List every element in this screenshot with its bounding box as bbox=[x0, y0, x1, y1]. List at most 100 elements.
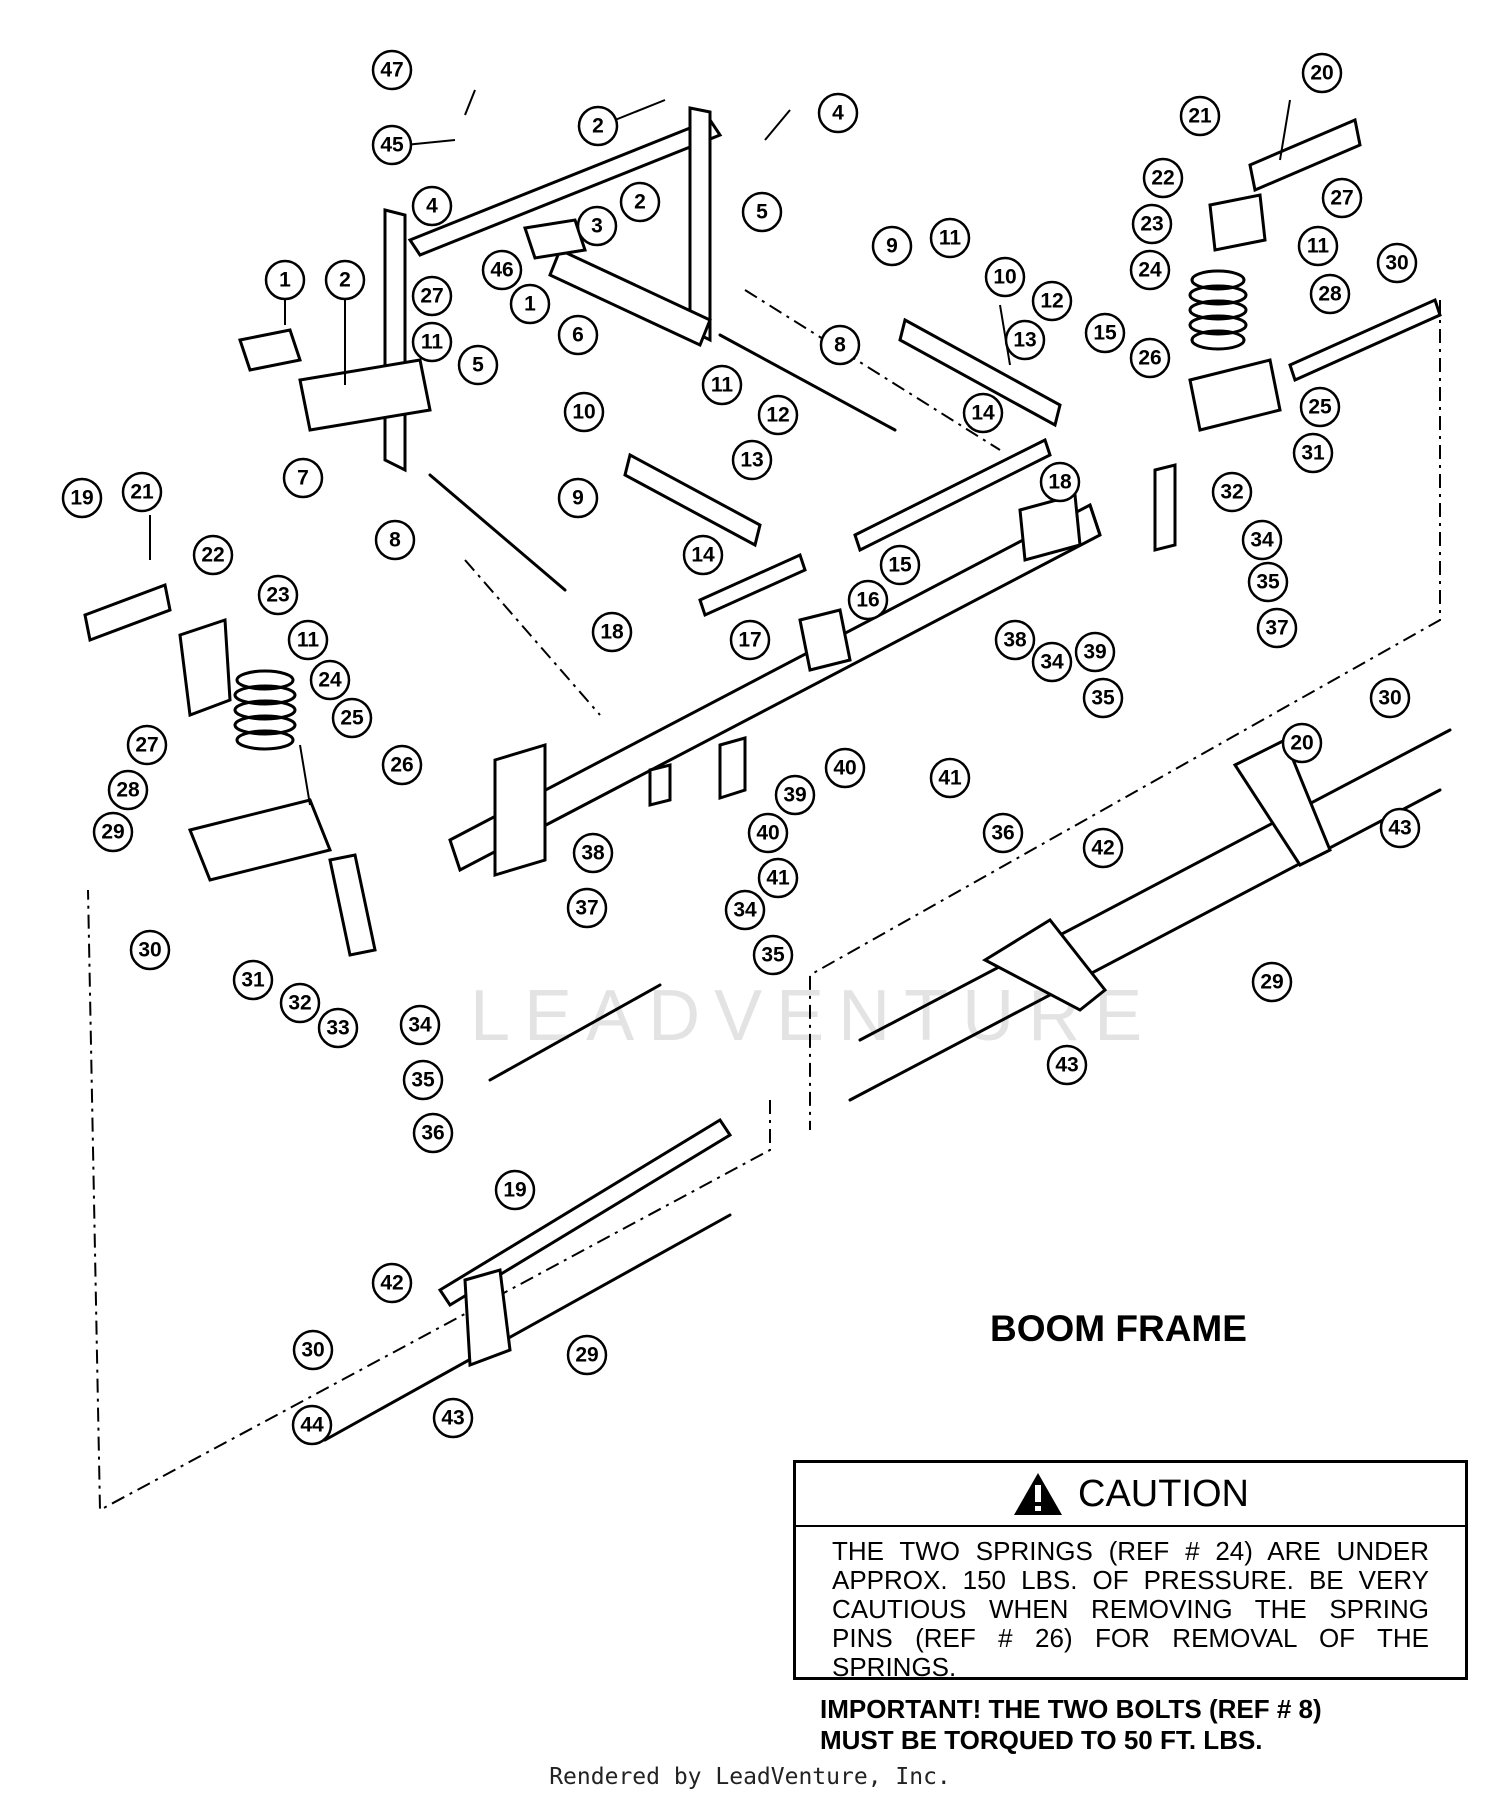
callout-24: 24 bbox=[309, 659, 351, 701]
callout-41: 41 bbox=[757, 857, 799, 899]
svg-text:22: 22 bbox=[201, 544, 224, 567]
lower-left-assembly bbox=[323, 983, 733, 1442]
callout-41: 41 bbox=[929, 757, 971, 799]
svg-text:13: 13 bbox=[740, 449, 763, 472]
svg-text:8: 8 bbox=[389, 529, 401, 552]
svg-text:20: 20 bbox=[1310, 62, 1333, 85]
lower-right-assembly bbox=[848, 728, 1452, 1102]
svg-text:46: 46 bbox=[490, 259, 513, 282]
callout-23: 23 bbox=[257, 574, 299, 616]
svg-text:35: 35 bbox=[1091, 687, 1115, 710]
svg-text:34: 34 bbox=[733, 899, 757, 922]
callout-9: 9 bbox=[557, 477, 599, 519]
svg-text:41: 41 bbox=[938, 767, 962, 790]
svg-text:47: 47 bbox=[380, 59, 403, 82]
svg-text:23: 23 bbox=[266, 584, 289, 607]
callout-38: 38 bbox=[572, 832, 614, 874]
callout-11: 11 bbox=[701, 364, 743, 406]
callout-28: 28 bbox=[1309, 273, 1351, 315]
warning-triangle-icon bbox=[1014, 1473, 1062, 1515]
svg-text:11: 11 bbox=[421, 331, 444, 354]
svg-text:21: 21 bbox=[1188, 105, 1212, 128]
svg-text:35: 35 bbox=[761, 944, 785, 967]
svg-text:25: 25 bbox=[340, 707, 364, 730]
svg-text:12: 12 bbox=[1040, 290, 1063, 313]
callout-35: 35 bbox=[402, 1059, 444, 1101]
svg-text:44: 44 bbox=[300, 1414, 324, 1437]
svg-text:39: 39 bbox=[1083, 641, 1106, 664]
svg-text:18: 18 bbox=[1048, 471, 1072, 494]
callout-8: 8 bbox=[819, 324, 861, 366]
svg-text:29: 29 bbox=[101, 821, 124, 844]
svg-text:2: 2 bbox=[592, 115, 604, 138]
callout-32: 32 bbox=[279, 982, 321, 1024]
callout-12: 12 bbox=[757, 394, 799, 436]
svg-text:28: 28 bbox=[116, 779, 140, 802]
callout-19: 19 bbox=[494, 1169, 536, 1211]
callout-1: 1 bbox=[509, 283, 551, 325]
mounting-plates bbox=[493, 493, 1082, 878]
callout-12: 12 bbox=[1031, 280, 1073, 322]
svg-text:14: 14 bbox=[971, 402, 995, 425]
callout-18: 18 bbox=[1039, 461, 1081, 503]
callout-43: 43 bbox=[1046, 1044, 1088, 1086]
callout-26: 26 bbox=[1129, 337, 1171, 379]
svg-text:39: 39 bbox=[783, 784, 806, 807]
callout-5: 5 bbox=[741, 191, 783, 233]
important-note: IMPORTANT! THE TWO BOLTS (REF # 8) MUST … bbox=[820, 1694, 1322, 1756]
caution-title: CAUTION bbox=[1078, 1472, 1249, 1515]
callout-42: 42 bbox=[1082, 827, 1124, 869]
callout-27: 27 bbox=[411, 275, 453, 317]
svg-text:17: 17 bbox=[738, 629, 761, 652]
svg-text:34: 34 bbox=[1040, 651, 1064, 674]
callout-38: 38 bbox=[994, 619, 1036, 661]
callout-47: 47 bbox=[371, 49, 413, 91]
svg-text:16: 16 bbox=[856, 589, 879, 612]
svg-text:45: 45 bbox=[380, 134, 404, 157]
caution-header: CAUTION bbox=[796, 1463, 1465, 1527]
svg-text:42: 42 bbox=[1091, 837, 1114, 860]
svg-text:3: 3 bbox=[591, 215, 603, 238]
svg-text:40: 40 bbox=[756, 822, 779, 845]
svg-text:12: 12 bbox=[766, 404, 789, 427]
callout-13: 13 bbox=[1004, 319, 1046, 361]
caution-box: CAUTION THE TWO SPRINGS (REF # 24) ARE U… bbox=[793, 1460, 1468, 1682]
svg-text:10: 10 bbox=[993, 266, 1016, 289]
watermark: LEADVENTURE bbox=[470, 976, 1156, 1056]
callout-44: 44 bbox=[291, 1404, 333, 1446]
svg-text:2: 2 bbox=[634, 191, 646, 214]
callout-19: 19 bbox=[61, 477, 103, 519]
callout-36: 36 bbox=[982, 812, 1024, 854]
callout-37: 37 bbox=[566, 887, 608, 929]
svg-text:42: 42 bbox=[380, 1272, 403, 1295]
callout-9: 9 bbox=[871, 225, 913, 267]
callout-25: 25 bbox=[1299, 386, 1341, 428]
left-spring-assembly bbox=[83, 582, 377, 957]
diagram-title: BOOM FRAME bbox=[990, 1308, 1247, 1349]
svg-text:34: 34 bbox=[408, 1014, 432, 1037]
svg-text:30: 30 bbox=[138, 939, 161, 962]
svg-text:9: 9 bbox=[572, 487, 584, 510]
callout-35: 35 bbox=[1082, 677, 1124, 719]
svg-text:32: 32 bbox=[288, 992, 311, 1015]
svg-text:34: 34 bbox=[1250, 529, 1274, 552]
svg-text:29: 29 bbox=[1260, 971, 1283, 994]
callout-26: 26 bbox=[381, 744, 423, 786]
caution-text: THE TWO SPRINGS (REF # 24) ARE UNDER APP… bbox=[832, 1536, 1429, 1682]
callout-24: 24 bbox=[1129, 249, 1171, 291]
callout-33: 33 bbox=[317, 1007, 359, 1049]
callout-4: 4 bbox=[411, 185, 453, 227]
svg-text:20: 20 bbox=[1290, 732, 1313, 755]
callout-42: 42 bbox=[371, 1262, 413, 1304]
svg-text:1: 1 bbox=[524, 293, 536, 316]
svg-text:31: 31 bbox=[241, 969, 265, 992]
svg-text:38: 38 bbox=[581, 842, 605, 865]
callout-11: 11 bbox=[287, 619, 329, 661]
callout-37: 37 bbox=[1256, 607, 1298, 649]
callout-40: 40 bbox=[824, 747, 866, 789]
callout-18: 18 bbox=[591, 611, 633, 653]
callout-13: 13 bbox=[731, 439, 773, 481]
callout-15: 15 bbox=[1084, 312, 1126, 354]
callout-5: 5 bbox=[457, 344, 499, 386]
svg-text:36: 36 bbox=[421, 1122, 444, 1145]
